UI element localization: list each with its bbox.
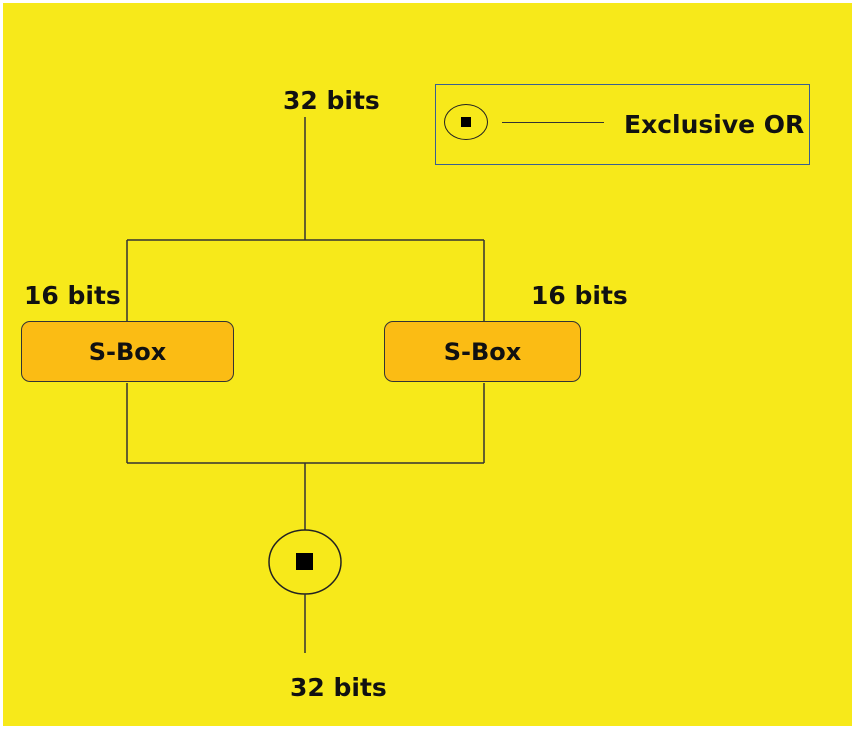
left-bits-label: 16 bits	[24, 281, 121, 310]
left-sbox: S-Box	[21, 321, 234, 382]
legend-connector-line	[502, 122, 604, 123]
legend-box: Exclusive OR	[435, 84, 810, 165]
left-sbox-label: S-Box	[88, 337, 167, 366]
output-bits-label: 32 bits	[290, 673, 387, 702]
xor-circle-icon	[444, 104, 488, 140]
right-sbox: S-Box	[384, 321, 581, 382]
input-bits-label: 32 bits	[283, 86, 380, 115]
right-bits-label: 16 bits	[531, 281, 628, 310]
xor-square	[296, 553, 313, 570]
legend-xor-square	[461, 117, 471, 127]
legend-label: Exclusive OR	[624, 110, 805, 139]
right-sbox-label: S-Box	[443, 337, 522, 366]
